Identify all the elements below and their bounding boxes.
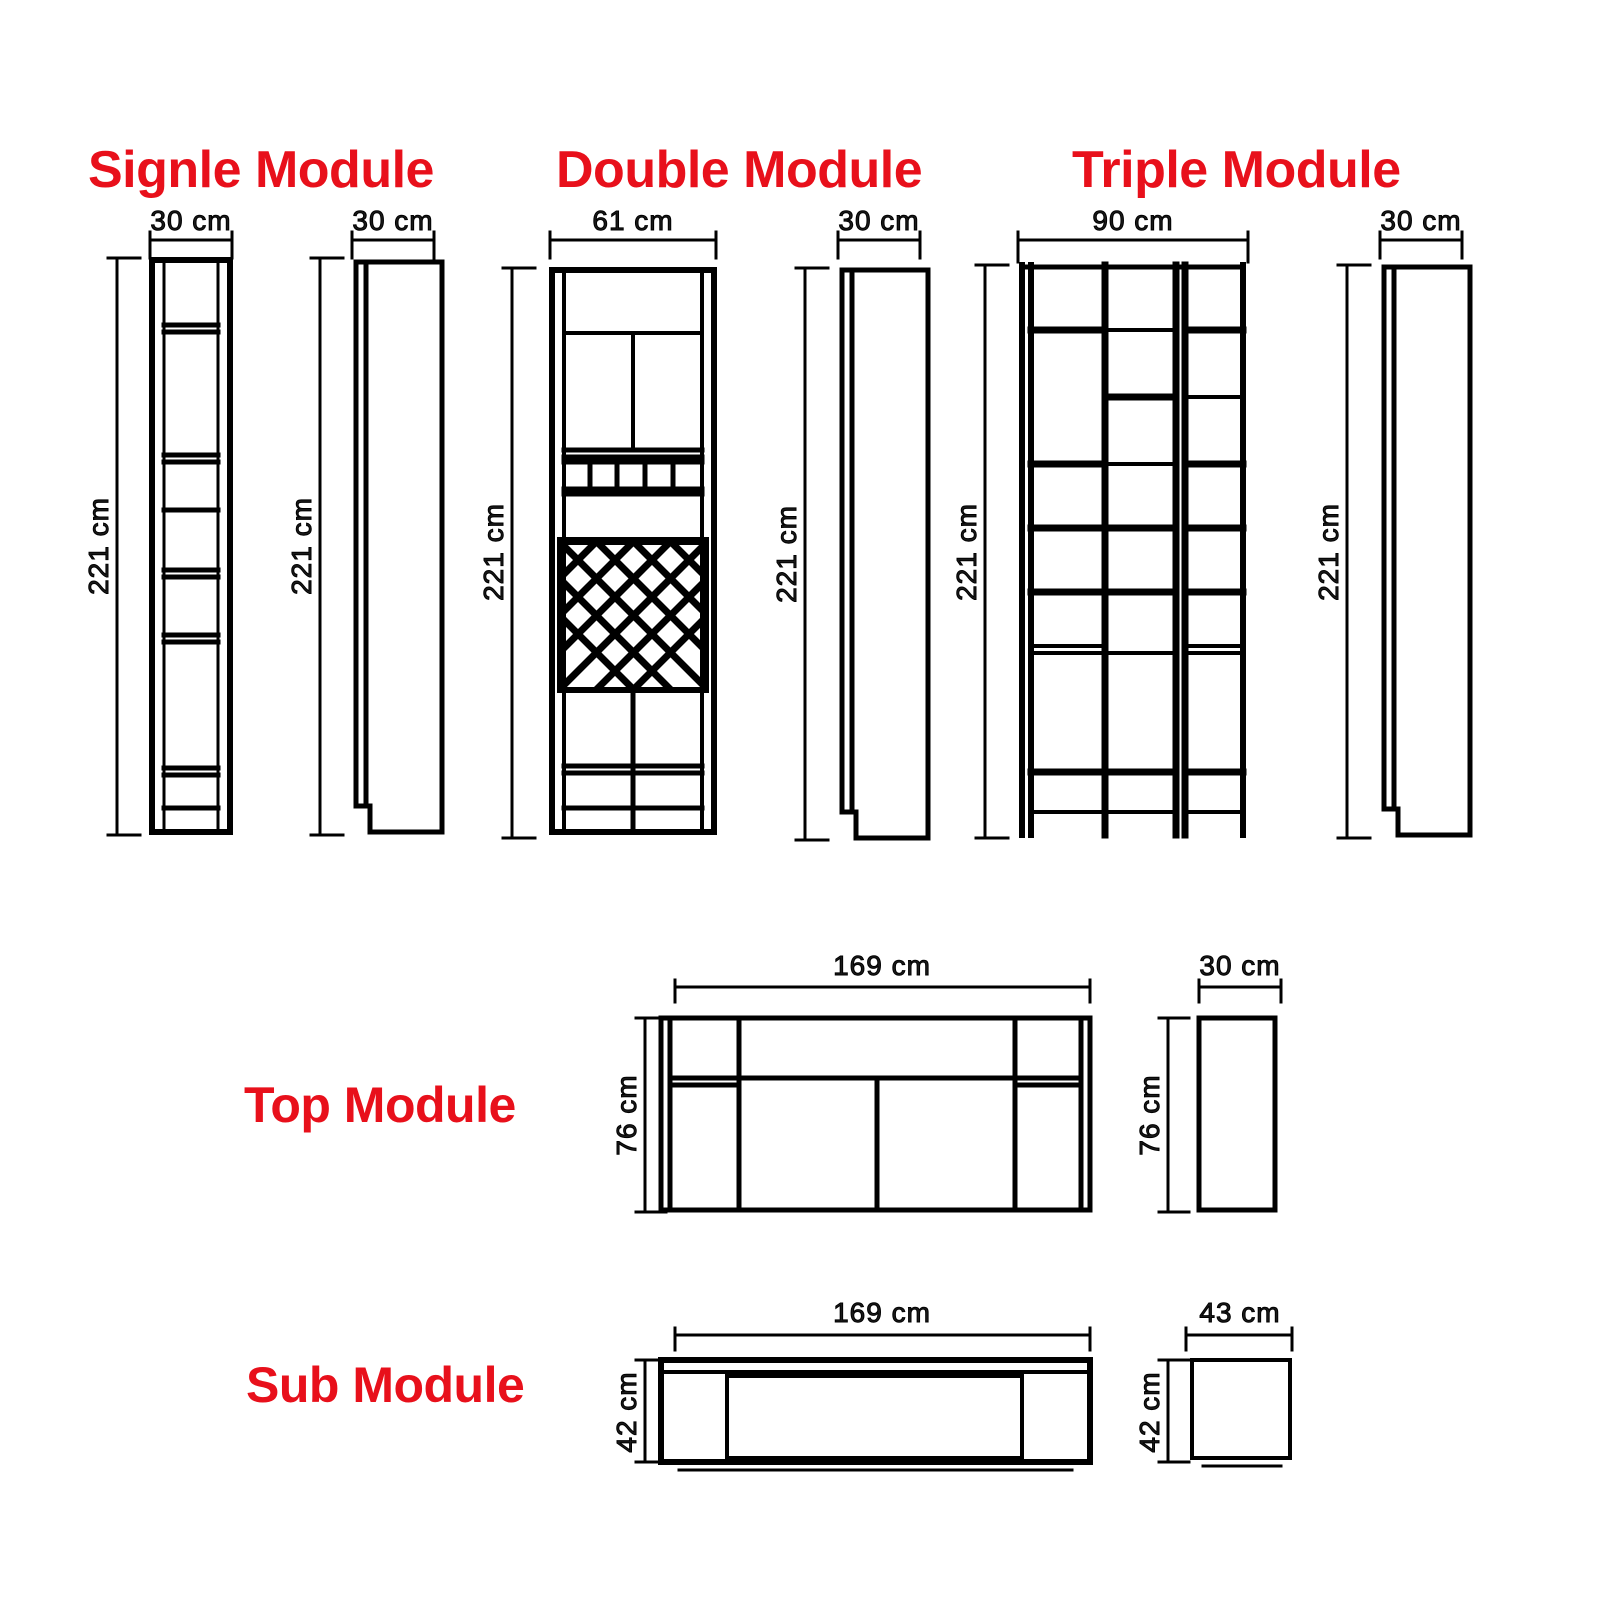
- dim-sub-side-height: 42 cm: [1134, 1371, 1165, 1452]
- dim-single-front-width: 30 cm: [150, 205, 231, 236]
- dim-double-side-height: 221 cm: [771, 505, 802, 603]
- dim-top-front-width: 169 cm: [833, 950, 931, 981]
- dim-single-front-height: 221 cm: [83, 497, 114, 595]
- dim-single-side-height: 221 cm: [286, 497, 317, 595]
- dim-double-front-width: 61 cm: [592, 205, 673, 236]
- view-triple-module-front: 90 cm 221 cm: [951, 205, 1250, 840]
- view-sub-module-front: 169 cm 42 cm: [611, 1297, 1093, 1472]
- section-title-single-module: Signle Module: [88, 141, 434, 199]
- dim-sub-side-width: 43 cm: [1199, 1297, 1280, 1328]
- section-title-triple-module: Triple Module: [1072, 141, 1401, 199]
- view-single-module-side: 30 cm 221 cm: [286, 205, 445, 837]
- section-title-double-module: Double Module: [556, 141, 923, 199]
- dim-triple-front-height: 221 cm: [951, 503, 982, 601]
- view-double-module-front: 61 cm 221 cm: [478, 205, 718, 840]
- dim-single-side-width: 30 cm: [352, 205, 433, 236]
- section-title-sub-module: Sub Module: [246, 1357, 525, 1413]
- view-sub-module-side: 43 cm 42 cm: [1134, 1297, 1294, 1468]
- dim-top-side-width: 30 cm: [1199, 950, 1280, 981]
- dim-triple-side-height: 221 cm: [1313, 503, 1344, 601]
- dim-triple-front-width: 90 cm: [1092, 205, 1173, 236]
- view-top-module-side: 30 cm 76 cm: [1134, 950, 1283, 1214]
- section-title-top-module: Top Module: [244, 1077, 516, 1133]
- dim-top-side-height: 76 cm: [1134, 1074, 1165, 1155]
- view-double-module-side: 30 cm 221 cm: [771, 205, 931, 842]
- view-single-module-front: 30 cm 221 cm: [83, 205, 234, 837]
- dim-double-side-width: 30 cm: [838, 205, 919, 236]
- dim-double-front-height: 221 cm: [478, 503, 509, 601]
- view-top-module-front: 169 cm 76 cm: [611, 950, 1093, 1214]
- view-triple-module-side: 30 cm 221 cm: [1313, 205, 1473, 840]
- dim-top-front-height: 76 cm: [611, 1074, 642, 1155]
- dim-sub-front-height: 42 cm: [611, 1371, 642, 1452]
- dim-triple-side-width: 30 cm: [1380, 205, 1461, 236]
- dim-sub-front-width: 169 cm: [833, 1297, 931, 1328]
